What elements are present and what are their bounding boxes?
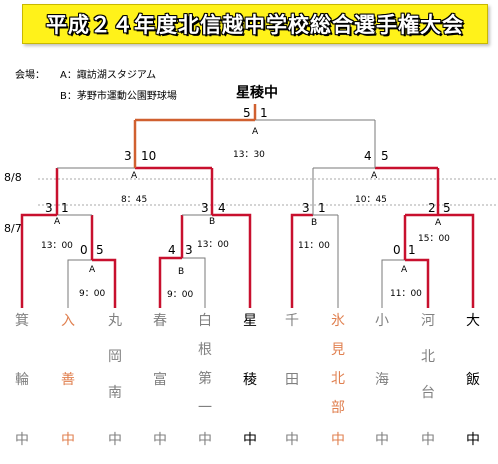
final-venue: A [252,127,259,137]
team-name-char: 中 [198,432,212,448]
qf4-time: 15：00 [418,234,450,244]
title-banner: 平成２４年度北信越中学校総合選手権大会 [22,4,488,44]
r1-3-score-right: 1 [408,243,416,257]
qf1-score-left: 3 [45,201,53,215]
r1-3-venue: A [401,265,408,275]
sf2-score-right: 5 [381,149,389,163]
qf2-time: 13：00 [197,240,229,250]
sf1-score-left: 3 [124,149,132,163]
r1-2-score-left: 4 [168,243,176,257]
sf1-score-right: 10 [141,149,157,163]
r1-1-time: 9：00 [79,289,106,299]
sf2-time: 10：45 [355,195,387,205]
team-name-char: 中 [466,432,480,448]
team-name-char: 星 [243,313,257,329]
match-qf-4 [405,168,475,308]
team-name-char: 飯 [466,372,480,388]
r1-3-score-left: 0 [393,243,401,257]
date-label-day2: 8/8 [4,171,22,184]
team-name-char: 輪 [15,372,29,388]
team-name-char: 中 [421,432,435,448]
team-name-char: 部 [331,400,345,416]
team-name-char: 中 [153,432,167,448]
team-name-char: 中 [61,432,75,448]
match-r1-1 [67,215,117,308]
team-name-char: 見 [331,342,345,358]
final-time: 13：30 [233,150,265,160]
match-r1-3 [381,215,430,308]
champion-name: 星稜中 [236,85,278,101]
team-name-char: 稜 [243,372,257,388]
sf2-score-left: 4 [364,149,372,163]
match-final [135,104,375,122]
team-name-char: 中 [375,432,389,448]
qf2-venue: B [209,217,216,227]
final-score-left: 5 [243,106,251,120]
team-name-char: 箕 [15,313,29,329]
team-name-char: 一 [198,400,212,416]
team-name-char: 白 [198,313,212,329]
sf1-time: 8：45 [121,195,148,205]
qf1-time: 13：00 [41,241,73,251]
team-name-char: 氷 [331,313,345,329]
team-name-char: 中 [15,432,29,448]
final-score-right: 1 [260,106,268,120]
team-name-char: 大 [466,313,480,329]
team-name-char: 小 [375,313,389,329]
team-name-char: 千 [285,313,299,329]
match-sf-1 [57,120,212,170]
qf4-score-right: 5 [443,201,451,215]
team-name-char: 中 [331,432,345,448]
team-name-char: 南 [108,385,122,401]
team-name-char: 富 [153,372,167,388]
r1-1-venue: A [89,265,96,275]
team-name-char: 河 [421,313,435,329]
team-name-char: 岡 [108,349,122,365]
match-sf-2 [313,120,438,170]
venue-legend-label: 会場： [15,70,45,81]
qf1-score-right: 1 [61,201,69,215]
r1-1-score-left: 0 [80,243,88,257]
team-name-char: 入 [61,313,75,329]
team-name-char: 北 [421,349,435,365]
qf1-venue: A [54,217,61,227]
match-qf-1 [20,168,92,308]
team-name-char: 根 [198,342,212,358]
team-name-char: 台 [421,385,435,401]
r1-2-score-right: 3 [185,243,193,257]
qf3-score-left: 3 [302,201,310,215]
qf3-time: 11：00 [298,241,330,251]
match-qf-2 [182,168,252,308]
team-name-char: 中 [108,432,122,448]
qf2-score-right: 4 [218,201,226,215]
team-name-char: 田 [285,372,299,388]
r1-2-time: 9：00 [167,290,194,300]
r1-1-score-right: 5 [96,243,104,257]
team-name-char: 丸 [108,313,122,329]
tournament-title: 平成２４年度北信越中学校総合選手権大会 [46,13,464,37]
qf4-score-left: 2 [428,201,436,215]
qf2-score-left: 3 [201,201,209,215]
r1-3-time: 11：00 [390,289,422,299]
match-r1-2 [158,215,206,308]
team-name-char: 第 [198,371,212,387]
sf2-venue: A [371,171,378,181]
team-name-char: 海 [375,372,389,388]
venue-legend-a: A：諏訪湖スタジアム [60,70,157,81]
team-name-char: 善 [61,372,75,388]
sf1-venue: A [131,171,138,181]
match-qf-3 [290,168,339,308]
qf4-venue: A [435,218,442,228]
team-name-char: 春 [153,313,167,329]
r1-2-venue: B [178,267,185,277]
team-name-char: 中 [243,432,257,448]
team-name-char: 北 [331,371,345,387]
date-label-day1: 8/7 [4,222,22,235]
qf3-venue: B [311,218,318,228]
venue-legend-b: B：茅野市運動公園野球場 [60,91,177,102]
team-name-char: 中 [285,432,299,448]
qf3-score-right: 1 [318,201,326,215]
